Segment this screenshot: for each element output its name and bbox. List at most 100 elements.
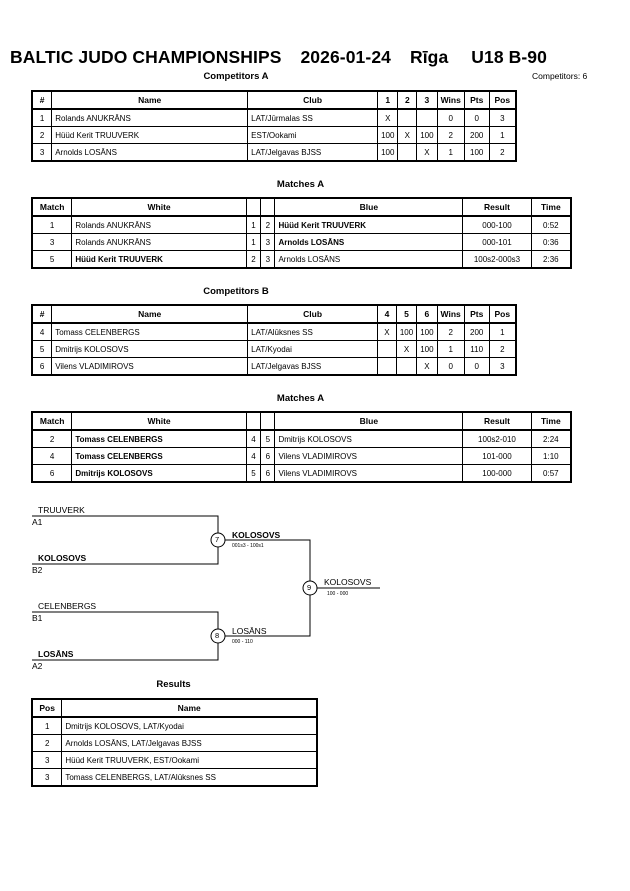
table-cell: 1: [436, 143, 465, 162]
table-cell: Dmitrijs KOLOSOVS: [51, 340, 249, 358]
bracket-a1-name: TRUUVERK: [38, 505, 85, 515]
column-header: [260, 197, 276, 217]
table-cell: 1: [488, 322, 517, 341]
table-cell: 3: [260, 250, 276, 269]
match-9-number: 9: [307, 583, 312, 592]
table-cell: 6: [260, 447, 276, 465]
table-cell: Hüüd Kerit TRUUVERK: [51, 126, 249, 144]
table-cell: Vilens VLADIMIROVS: [274, 447, 464, 465]
column-header: 1: [377, 90, 399, 110]
bracket-line-m9: [230, 539, 311, 637]
match-7-score: 001s3 - 100s1: [232, 543, 264, 549]
table-cell: 100s2-000s3: [462, 250, 532, 269]
matches-a-title: Matches A: [276, 179, 325, 190]
table-cell: 2:36: [530, 250, 572, 269]
table-cell: 100-000: [462, 464, 532, 483]
column-header: [260, 411, 276, 431]
column-header: Name: [51, 304, 249, 324]
match-9-circle: [302, 580, 318, 596]
column-header: Wins: [436, 90, 465, 110]
matches-b-title: Matches A: [276, 393, 325, 404]
table-cell: 1: [488, 126, 517, 144]
match-8-score: 000 - 110: [232, 639, 253, 645]
competitors-a-title: Competitors A: [203, 71, 269, 82]
column-header: Pos: [31, 698, 63, 718]
match-8-circle: [210, 628, 226, 644]
table-cell: Vilens VLADIMIROVS: [51, 357, 249, 376]
competitors-b-title: Competitors B: [203, 286, 269, 297]
page-title: BALTIC JUDO CHAMPIONSHIPS 2026-01-24 Rīg…: [10, 47, 547, 68]
column-header: #: [31, 90, 53, 110]
table-cell: 100: [416, 340, 438, 358]
column-header: Time: [530, 197, 572, 217]
table-cell: 0:57: [530, 464, 572, 483]
match-9-winner: KOLOSOVS: [324, 577, 372, 587]
column-header: Club: [247, 304, 379, 324]
table-cell: Arnolds LOSĀNS: [274, 250, 464, 269]
table-cell: 0: [436, 357, 465, 376]
bracket-b2-name: KOLOSOVS: [38, 553, 87, 563]
results-title: Results: [156, 679, 191, 690]
table-cell: X: [416, 357, 438, 376]
bracket-a2-name: LOSĀNS: [38, 649, 74, 659]
match-8-winner: LOSĀNS: [232, 626, 267, 636]
table-cell: 0:36: [530, 233, 572, 251]
table-cell: LAT/Jelgavas BJSS: [247, 357, 379, 376]
table-cell: 2: [436, 126, 465, 144]
table-cell: LAT/Jelgavas BJSS: [247, 143, 379, 162]
column-header: White: [71, 197, 247, 217]
match-8-number: 8: [215, 631, 220, 640]
event-city: Rīga: [409, 47, 449, 67]
table-cell: Arnolds LOSĀNS, LAT/Jelgavas BJSS: [61, 734, 318, 752]
match-9-score: 100 - 000: [327, 591, 349, 597]
table-cell: Arnolds LOSĀNS: [51, 143, 249, 162]
bracket-a1-seed: A1: [32, 517, 43, 527]
column-header: Time: [530, 411, 572, 431]
table-cell: 100: [377, 126, 399, 144]
column-header: Name: [51, 90, 249, 110]
bracket-a2-seed: A2: [32, 661, 43, 671]
table-cell: 1:10: [530, 447, 572, 465]
table-cell: 3: [31, 751, 63, 769]
table-cell: 100: [377, 143, 399, 162]
table-cell: 6: [31, 357, 53, 376]
table-cell: 2: [488, 143, 517, 162]
column-header: 6: [416, 304, 438, 324]
column-header: Result: [462, 411, 532, 431]
table-cell: 3: [31, 768, 63, 787]
table-cell: X: [395, 340, 418, 358]
table-cell: 1: [436, 340, 465, 358]
table-cell: 101-000: [462, 447, 532, 465]
match-7-number: 7: [215, 535, 220, 544]
event-date: 2026-01-24: [300, 47, 391, 67]
bracket-b1-seed: B1: [32, 613, 43, 623]
competitors-count: Competitors: 6: [532, 71, 588, 81]
match-7-winner: KOLOSOVS: [232, 530, 281, 540]
bracket-b2-seed: B2: [32, 565, 43, 575]
table-cell: 2: [488, 340, 517, 358]
table-cell: 1: [31, 716, 63, 735]
bracket-b1-name: CELENBERGS: [38, 601, 97, 611]
column-header: Club: [247, 90, 379, 110]
table-cell: Dmitrijs KOLOSOVS, LAT/Kyodai: [61, 716, 318, 735]
